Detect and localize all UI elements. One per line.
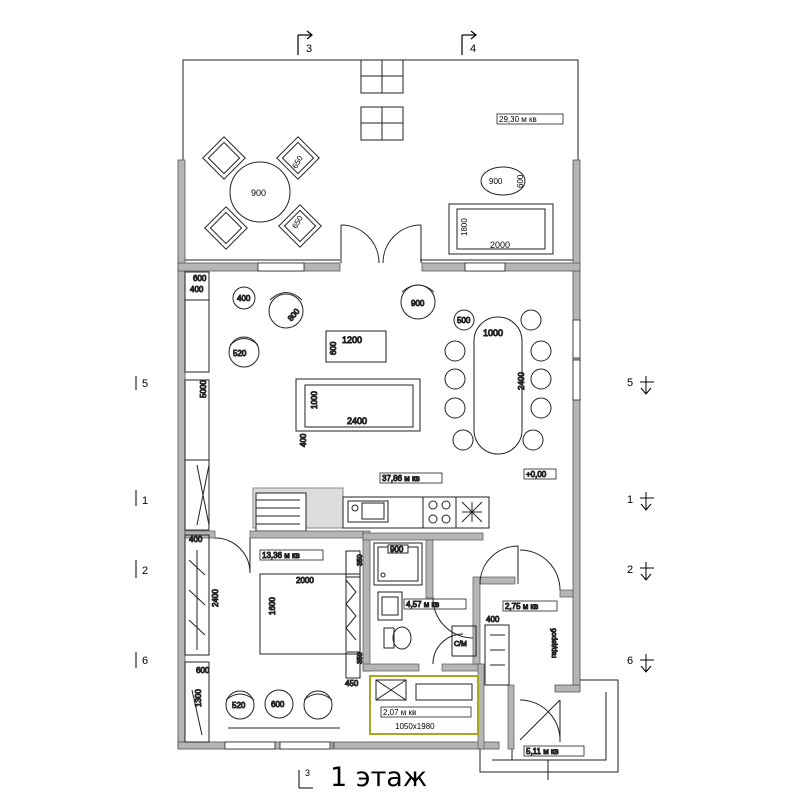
dim-label: 1800 (460, 218, 469, 236)
section-label: 2 (142, 565, 148, 577)
living-room: 600 400 5000 400 800 520 900 1200 600 10… (184, 271, 557, 531)
dim-label: 350 (357, 554, 364, 566)
dim-label: 1000 (310, 391, 319, 409)
dim-label: 2400 (211, 589, 220, 607)
dim-label: 900 (489, 177, 503, 186)
dim-label: 500 (457, 316, 471, 325)
dim-label: 5000 (199, 380, 208, 398)
dim-label: 1050x1980 (395, 722, 435, 731)
dim-label: 600 (271, 700, 285, 709)
dim-label: 520 (233, 349, 247, 358)
kitchen (252, 487, 490, 532)
exterior-walls (177, 159, 581, 750)
dim-label: 400 (299, 433, 308, 447)
section-label: 5 (142, 378, 148, 390)
section-label: 3 (306, 43, 312, 55)
interior-walls (184, 530, 574, 750)
terrace-door (340, 224, 422, 264)
dim-label: 600 (196, 666, 210, 675)
dim-label: 450 (345, 679, 359, 688)
dim-label: 900 (411, 299, 425, 308)
area-label-hall: 2,75 м кв (505, 602, 538, 611)
dim-label: 2000 (296, 576, 314, 585)
dim-label: 520 (232, 701, 246, 710)
dim-label: 2400 (347, 416, 367, 426)
section-markers-left: 5 1 2 6 (135, 376, 148, 668)
floor-caption: 1 этаж (330, 762, 428, 793)
dim-label: 400 (237, 294, 251, 303)
section-label: 4 (470, 43, 476, 55)
area-label-bathroom: 4,57 м кв (406, 600, 439, 609)
section-marker-bottom: 3 (298, 768, 313, 789)
dim-label: 650 (290, 154, 305, 171)
section-label: 5 (627, 377, 633, 389)
dim-label: 600 (193, 274, 207, 283)
dim-label: 400 (190, 285, 204, 294)
level-mark: +0,00 (526, 470, 547, 479)
wardrobe-label: гардероб (550, 628, 558, 658)
area-label-living: 37,86 м кв (382, 474, 420, 483)
dim-label: 800 (286, 307, 302, 323)
dim-label: 600 (329, 341, 338, 355)
dim-label: 2000 (490, 240, 510, 250)
dim-label: 600 (516, 174, 525, 188)
boiler-label: С/М (454, 641, 467, 648)
dim-label: 1300 (194, 689, 203, 707)
windows (224, 262, 581, 750)
section-label: 1 (142, 495, 148, 507)
section-marker-top-right: 4 (461, 30, 477, 55)
dim-label: 900 (390, 545, 404, 554)
vestibule: 5,11 м кв (479, 679, 619, 780)
section-markers-right: 5 1 2 6 (627, 376, 654, 673)
terrace: 29,30 м кв 900 650 650 900 600 1800 2000 (182, 59, 579, 261)
bedroom: 400 2400 13,36 м кв 2000 1600 350 350 45… (184, 534, 365, 743)
area-label-terrace: 29,30 м кв (499, 115, 537, 124)
dim-label: 1600 (268, 597, 277, 615)
dim-label: 900 (251, 188, 266, 198)
section-label: 2 (627, 564, 633, 576)
section-label: 3 (305, 768, 310, 778)
sauna: 2,07 м кв 1050x1980 (369, 675, 479, 735)
area-label-vestibule: 5,11 м кв (526, 747, 559, 756)
section-label: 1 (627, 494, 633, 506)
hall: 2,75 м кв 400 гардероб (479, 545, 561, 686)
dim-label: 400 (486, 615, 500, 624)
area-label-sauna: 2,07 м кв (383, 708, 416, 717)
dim-label: 350 (357, 652, 364, 664)
dim-label: 1000 (483, 328, 503, 338)
area-label-bedroom: 13,36 м кв (262, 551, 300, 560)
section-marker-top-left: 3 (297, 30, 313, 55)
bathroom: 900 4,57 м кв С/М (373, 542, 477, 665)
dim-label: 400 (189, 535, 203, 544)
dim-label: 650 (290, 214, 305, 231)
section-label: 6 (627, 655, 633, 667)
dim-label: 1200 (342, 335, 362, 345)
dim-label: 2400 (517, 372, 526, 390)
section-label: 6 (142, 655, 148, 667)
